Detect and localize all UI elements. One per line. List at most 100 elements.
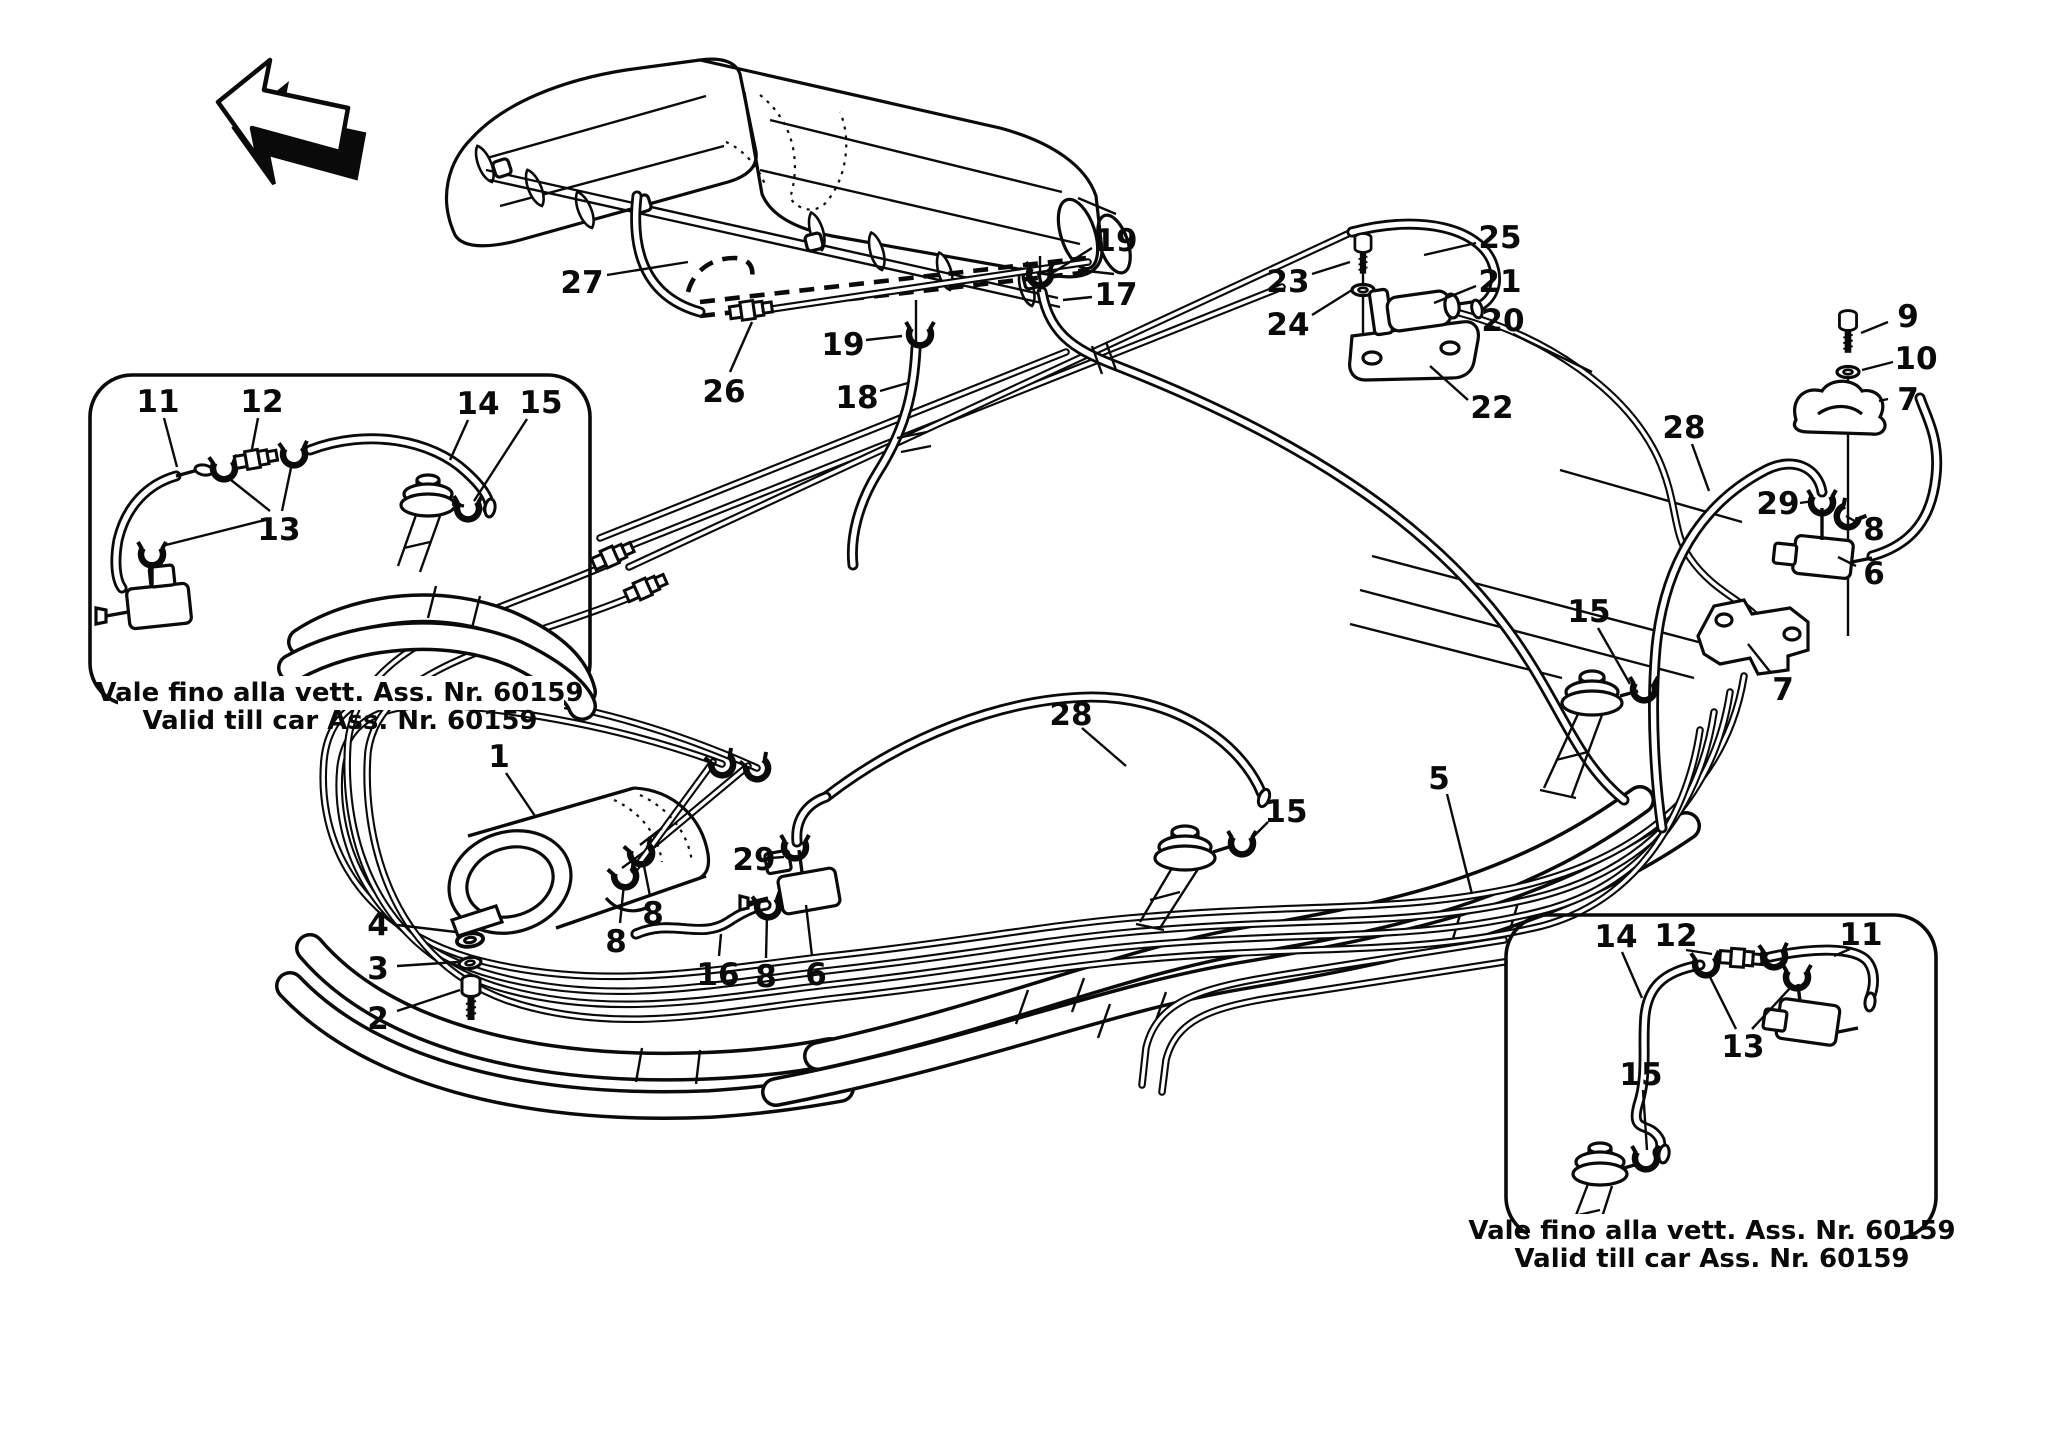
- callout-label-29: 29: [1756, 486, 1799, 522]
- hose-clamp-icon: [1691, 951, 1721, 977]
- pipe-union-icon: [1717, 946, 1765, 971]
- leader-line: [250, 417, 260, 450]
- callout-label-12: 12: [1654, 918, 1697, 954]
- callout-label-8: 8: [605, 924, 627, 960]
- callout-label-26: 26: [702, 374, 745, 410]
- callout-label-8: 8: [1863, 512, 1885, 548]
- callout-label-21: 21: [1478, 264, 1521, 300]
- callout-label-14: 14: [456, 386, 499, 422]
- leader-line: [1062, 295, 1093, 302]
- callout-label-12: 12: [240, 384, 283, 420]
- leader-line: [396, 923, 457, 934]
- leader-line: [717, 933, 723, 957]
- leader-line: [879, 381, 909, 393]
- callout-label-15: 15: [1619, 1057, 1662, 1093]
- callout-label-2: 2: [367, 1001, 389, 1037]
- leader-line: [1833, 947, 1851, 958]
- leader-line: [1081, 727, 1127, 767]
- callout-label-18: 18: [835, 380, 878, 416]
- callout-label-10: 10: [1894, 341, 1937, 377]
- leader-line: [1837, 555, 1857, 568]
- callout-label-22: 22: [1470, 390, 1513, 426]
- leader-line: [1429, 365, 1469, 401]
- leader-line: [1845, 514, 1859, 525]
- leader-line: [606, 260, 689, 277]
- callout-label-7: 7: [1772, 672, 1794, 708]
- callout-label-8: 8: [755, 959, 777, 995]
- callout-label-15: 15: [1264, 794, 1307, 830]
- callout-label-14: 14: [1594, 919, 1637, 955]
- hose-clamp-icon: [1228, 831, 1256, 854]
- callout-leader-lines: [161, 241, 1894, 1151]
- leader-line: [1751, 985, 1793, 1030]
- hose-clamp-icon: [906, 322, 934, 345]
- leader-line: [1706, 972, 1738, 1030]
- leader-line: [1249, 821, 1269, 841]
- leader-line: [396, 988, 461, 1013]
- left-inset-caption-italian: Vale fino alla vett. Ass. Nr. 60159: [96, 678, 583, 708]
- hidden-pipes: [685, 255, 1091, 319]
- hose-clamp-icon: [138, 542, 166, 565]
- hose-clamp-icon: [279, 441, 309, 467]
- evap-canister: [447, 537, 774, 1020]
- callout-label-3: 3: [367, 951, 389, 987]
- leader-line: [1878, 397, 1889, 403]
- pipe-union-icon: [621, 569, 671, 606]
- leader-line: [1690, 443, 1711, 492]
- pipe-union-icon: [232, 444, 280, 473]
- callout-label-8: 8: [642, 896, 664, 932]
- leader-line: [162, 417, 179, 468]
- hose-clamp-icon: [454, 496, 482, 519]
- leader-line: [728, 321, 754, 373]
- callout-label-24: 24: [1266, 307, 1309, 343]
- caption-mask: [1528, 1214, 1900, 1248]
- leader-line: [865, 334, 903, 342]
- callout-label-28: 28: [1662, 410, 1705, 446]
- leader-line: [1861, 360, 1894, 372]
- solenoid-valve-inset-left: [94, 562, 193, 631]
- callout-label-11: 11: [1839, 917, 1882, 953]
- leader-line: [764, 914, 769, 959]
- leader-line: [1053, 246, 1093, 274]
- leader-line: [448, 419, 470, 461]
- leader-line: [1445, 793, 1474, 895]
- leader-line: [1596, 627, 1632, 685]
- right-bracket-stack: [1696, 311, 1887, 676]
- callout-label-1: 1: [488, 739, 510, 775]
- solenoid-valve-inset-right: [1761, 983, 1859, 1047]
- right-inset-caption-italian: Vale fino alla vett. Ass. Nr. 60159: [1468, 1216, 1955, 1246]
- leader-line: [804, 904, 814, 957]
- callout-label-6: 6: [805, 957, 827, 993]
- leader-line: [1620, 951, 1644, 999]
- vacuum-actuator-right: [1539, 669, 1658, 800]
- callout-label-6: 6: [1863, 556, 1885, 592]
- leader-line: [1747, 643, 1772, 674]
- leader-line: [1512, 332, 1593, 374]
- leader-line: [618, 883, 626, 924]
- leader-line: [769, 855, 785, 860]
- direction-arrow-icon: [215, 57, 367, 186]
- callout-label-13: 13: [1721, 1029, 1764, 1065]
- vacuum-actuator-inset-left: [396, 473, 465, 573]
- leader-line: [1641, 1089, 1649, 1151]
- leader-line: [1423, 241, 1477, 257]
- leader-line: [1433, 284, 1477, 305]
- callout-label-25: 25: [1478, 220, 1521, 256]
- leader-line: [1685, 948, 1713, 956]
- caption-mask: [118, 676, 564, 710]
- leader-line: [161, 519, 262, 548]
- left-inset-caption-english: Valid till car Ass. Nr. 60159: [142, 706, 537, 736]
- chassis-rails: [1349, 468, 1743, 680]
- pipe-union-icon: [727, 296, 775, 324]
- callout-label-29: 29: [732, 842, 775, 878]
- callout-label-20: 20: [1481, 303, 1524, 339]
- callout-label-11: 11: [136, 384, 179, 420]
- callout-label-5: 5: [1428, 761, 1450, 797]
- leader-line: [472, 418, 529, 502]
- leader-line: [505, 772, 536, 817]
- callout-label-27: 27: [560, 265, 603, 301]
- callout-label-4: 4: [367, 907, 389, 943]
- callout-label-19: 19: [821, 327, 864, 363]
